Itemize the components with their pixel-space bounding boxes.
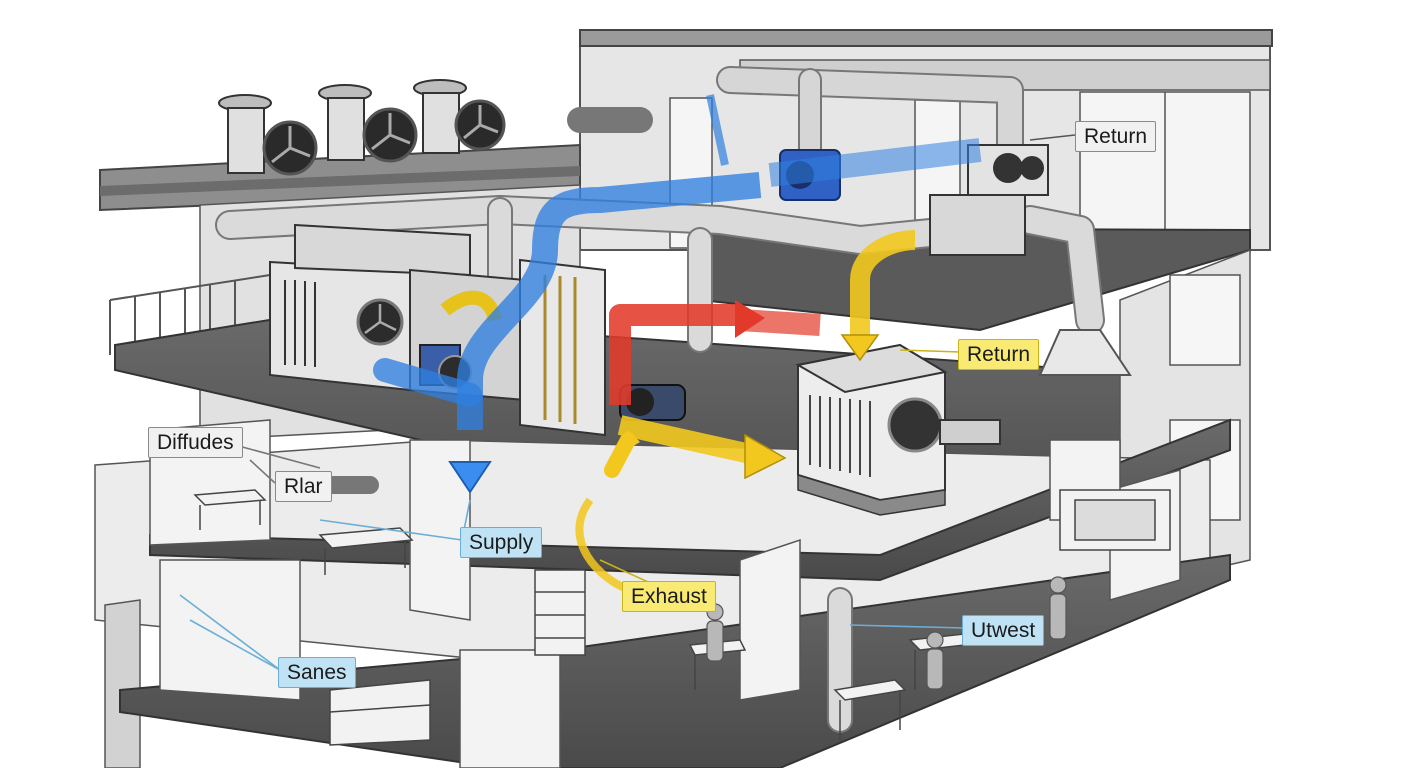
furniture-icon	[329, 679, 431, 746]
upper-roof-edge	[579, 29, 1273, 47]
return-fan-unit	[929, 144, 1049, 256]
left-roof-deck-edge	[100, 166, 580, 196]
supply-airflow	[373, 94, 982, 494]
label-sanes: Sanes	[278, 657, 356, 689]
rooftop-exhaust-fans	[218, 79, 506, 176]
furniture-icon	[534, 569, 586, 656]
left-lower-wall	[104, 599, 141, 769]
label-supply: Supply	[460, 527, 543, 559]
balcony-railing	[109, 274, 271, 355]
label-diffudes: Diffudes	[148, 427, 243, 459]
label-utwest: Utwest	[962, 615, 1045, 647]
label-rlar: Rlar	[275, 471, 332, 503]
furniture-icon	[193, 489, 267, 530]
exhaust-airflow	[609, 300, 821, 405]
person-icon	[926, 631, 944, 690]
second-floor-slab	[149, 418, 1231, 582]
rooftop-exhaust-fan-icon	[318, 84, 418, 163]
label-return-middle: Return	[958, 339, 1040, 371]
filter-bank	[409, 258, 606, 437]
rooftop-exhaust-fan-icon	[413, 79, 506, 154]
furniture-icon	[1059, 489, 1171, 551]
rooftop-exhaust-fan-icon	[218, 94, 318, 176]
person-icon	[706, 603, 724, 662]
label-exhaust: Exhaust	[622, 581, 716, 613]
exhaust-hood	[1038, 329, 1132, 376]
return-airflow	[575, 230, 916, 594]
furniture	[193, 489, 1171, 746]
condenser-fan-icon	[887, 397, 943, 453]
air-handling-unit-icon	[269, 223, 471, 392]
air-handling-unit-icon	[795, 343, 1001, 516]
furniture-icon	[833, 679, 907, 740]
furniture-icon	[318, 527, 414, 575]
airflow-arrows	[373, 94, 982, 594]
person-icon	[1049, 576, 1067, 640]
label-return-upper: Return	[1075, 121, 1157, 153]
supply-arrowhead-down	[448, 461, 492, 494]
